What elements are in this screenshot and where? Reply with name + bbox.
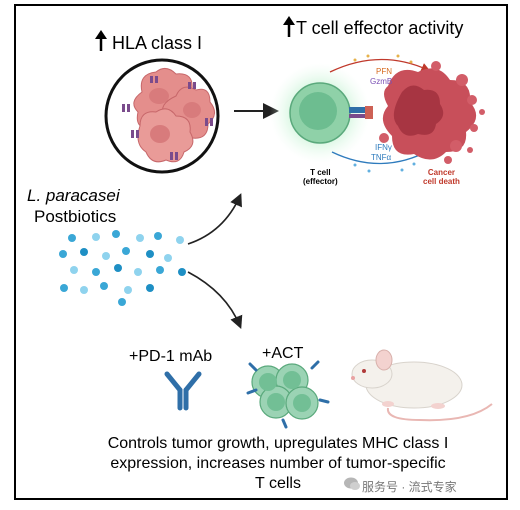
t-cell-label: T cell (effector) [303,168,338,186]
hla-label: HLA class I [112,33,203,53]
upregulation-arrow-icon [283,16,295,37]
act-label: +ACT [262,345,304,362]
caption-line-3: T cells [255,475,301,492]
cancer-label-line1: Cancer [427,168,456,177]
mouse-icon [351,349,493,422]
antibody-icon [164,371,202,411]
pfn-label: PFN [376,67,392,76]
cancer-cell-death-label: Cancer cell death [423,168,460,186]
hla-cancer-cells-circle [104,58,220,174]
species-label: L. paracasei [27,186,120,205]
postbiotic-particles [59,230,186,306]
t-cell-effector-activity-label: T cell effector activity [296,18,464,38]
effector-t-cell [270,63,373,163]
act-t-cells [246,360,330,429]
caption-line-1: Controls tumor growth, upregulates MHC c… [107,435,449,452]
upregulation-arrow-icon [95,30,107,51]
tnfa-label: TNFα [371,153,392,162]
postbiotics-label: Postbiotics [34,207,117,226]
cancer-label-line2: cell death [423,177,460,186]
t-cell-label-line2: (effector) [303,177,338,186]
summary-caption: Controls tumor growth, upregulates MHC c… [98,434,458,494]
wechat-icon [344,477,360,490]
ifng-label: IFNγ [375,143,392,152]
pd1-mab-label: +PD-1 mAb [129,348,213,365]
watermark: 服务号 · 流式专家 [362,480,457,494]
gzmb-label: GzmB [370,77,393,86]
t-cell-label-line1: T cell [310,168,331,177]
dying-cancer-cell [379,61,485,164]
caption-line-2: expression, increases number of tumor-sp… [110,455,446,472]
